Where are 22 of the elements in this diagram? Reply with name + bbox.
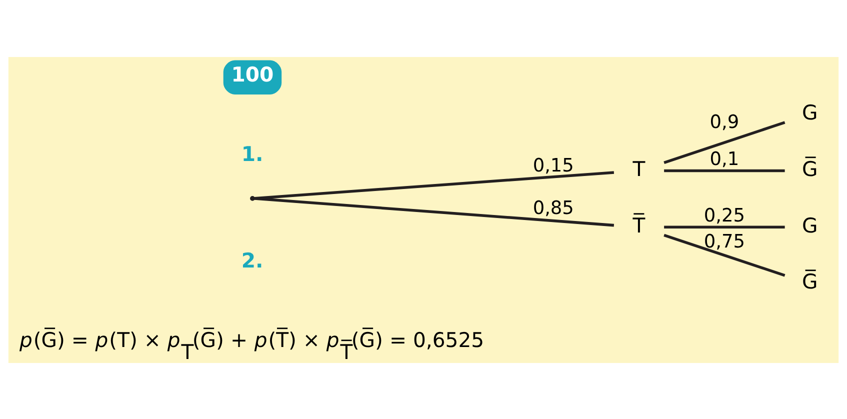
edge-label: 0,15 bbox=[532, 155, 574, 176]
node-text: T bbox=[632, 156, 646, 180]
label: 100 bbox=[231, 62, 274, 86]
node-text: T̅ bbox=[632, 212, 646, 237]
node-text: G̅ bbox=[802, 156, 818, 180]
connector bbox=[254, 196, 614, 226]
node-text: G bbox=[802, 100, 818, 124]
connector bbox=[664, 120, 786, 164]
node-text: G bbox=[802, 212, 818, 237]
edge-label: 0,1 bbox=[710, 148, 740, 170]
node-point bbox=[250, 195, 255, 200]
edge-label: 0,25 bbox=[704, 205, 745, 226]
label: 1. bbox=[241, 142, 264, 166]
connector bbox=[254, 170, 614, 200]
edge-label: 0,75 bbox=[704, 230, 745, 252]
connector bbox=[664, 225, 785, 228]
node-text: G̅ bbox=[802, 269, 818, 294]
edge-label: 0,9 bbox=[710, 112, 740, 133]
edge-label: 0,85 bbox=[532, 198, 574, 219]
connector bbox=[664, 168, 785, 172]
connector bbox=[664, 233, 786, 276]
label: 2. bbox=[241, 248, 264, 272]
